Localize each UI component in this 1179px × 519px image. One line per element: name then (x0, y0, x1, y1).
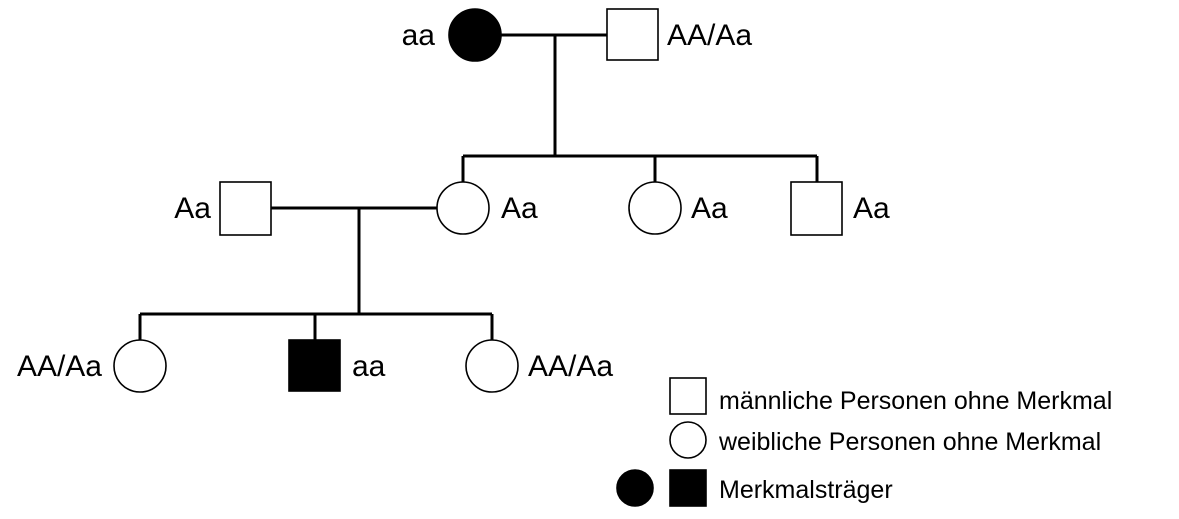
genotype-label: Aa (853, 192, 890, 225)
legend-female-symbol (669, 421, 707, 459)
genotype-label: aa (352, 350, 386, 383)
legend-affected-female-symbol (616, 469, 654, 507)
individual-gen1_father (606, 8, 659, 61)
individual-gen3_boy (288, 339, 341, 392)
legend-female-label: weibliche Personen ohne Merkmal (718, 428, 1101, 456)
individual-gen2_husband (219, 181, 272, 236)
legend-affected-male-symbol (669, 469, 707, 507)
genotype-label: Aa (691, 192, 728, 225)
pedigree-lines (138, 33, 819, 340)
genotype-labels: aa AA/Aa Aa Aa Aa Aa AA/Aa aa AA/Aa (17, 19, 890, 383)
genotype-label: AA/Aa (17, 350, 102, 383)
individual-gen3_girl1 (113, 339, 167, 393)
genotype-label: aa (402, 19, 436, 52)
genotype-label: Aa (174, 192, 211, 225)
individual-gen2_daughter (436, 181, 490, 235)
legend-affected-label: Merkmalsträger (719, 476, 893, 504)
legend: männliche Personen ohne Merkmal weiblich… (616, 377, 1112, 507)
individual-gen2_sister (628, 181, 682, 235)
genotype-label: AA/Aa (667, 19, 752, 52)
legend-male-label: männliche Personen ohne Merkmal (719, 387, 1112, 415)
legend-male-symbol (669, 377, 707, 415)
individual-gen1_mother (448, 8, 502, 62)
pedigree-individuals (113, 8, 843, 393)
individual-gen2_brother (790, 181, 843, 236)
genotype-label: AA/Aa (528, 350, 613, 383)
genotype-label: Aa (501, 192, 538, 225)
individual-gen3_girl2 (465, 339, 519, 393)
